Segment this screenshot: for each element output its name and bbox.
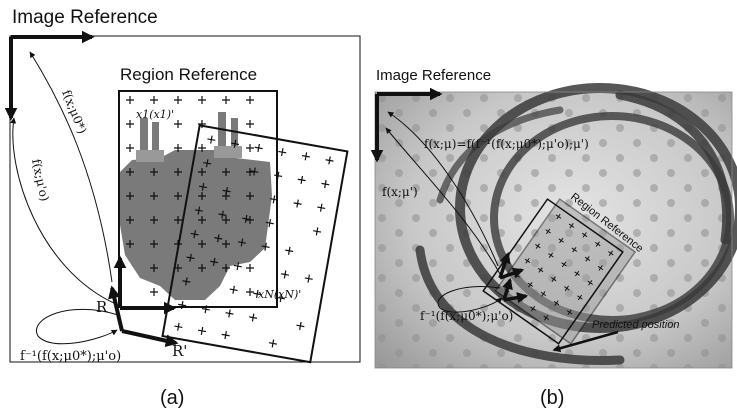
predicted-position-arrow [552, 330, 619, 353]
region-reference-label: Region Reference [120, 65, 257, 84]
r-prime-label: R' [172, 342, 187, 360]
caption-b: (b) [540, 387, 564, 409]
predicted-position-label: Predicted position [592, 319, 679, 331]
point-last-label: xN(xN)' [258, 288, 301, 301]
panel-a: Image Reference Region Reference [4, 7, 361, 409]
point-first-label: x1(x1)' [136, 108, 174, 121]
panel-b-title: Image Reference [376, 67, 491, 84]
region-grid-b [482, 198, 637, 345]
equation-label: f(x;μ)=f(f⁻¹(f(x;μ0*);μ'o);μ') [424, 137, 589, 151]
rotated-region [161, 124, 349, 364]
region-axes-r [113, 255, 177, 315]
panel-a-title: Image Reference [12, 7, 158, 28]
image-axes [4, 30, 95, 121]
caption-a: (a) [160, 387, 184, 409]
image-frame [9, 35, 361, 363]
f-mu-prime-label: f(x;μ'o) [29, 158, 52, 203]
r-label: R [96, 298, 108, 316]
inverse-mapping-label: f⁻¹(f(x;μ0*);μ'o) [20, 349, 121, 364]
image-axes-b [370, 87, 443, 163]
mapping-curves [10, 51, 119, 345]
region-axes-b [498, 251, 529, 304]
inverse-mapping-label-b: f⁻¹(f(x;μ0*);μ'o) [420, 309, 513, 323]
f-mu0-label: f(x;μ0*) [59, 88, 89, 136]
region-axes-r-prime [108, 285, 179, 348]
region-grid-crosses [126, 96, 254, 296]
mapping-curves-b [385, 111, 503, 313]
region-rect [118, 90, 278, 308]
object-silhouette [120, 112, 272, 300]
f-mu-prime-label-b: f(x;μ') [382, 185, 418, 199]
panel-b: Image Reference [370, 67, 737, 409]
